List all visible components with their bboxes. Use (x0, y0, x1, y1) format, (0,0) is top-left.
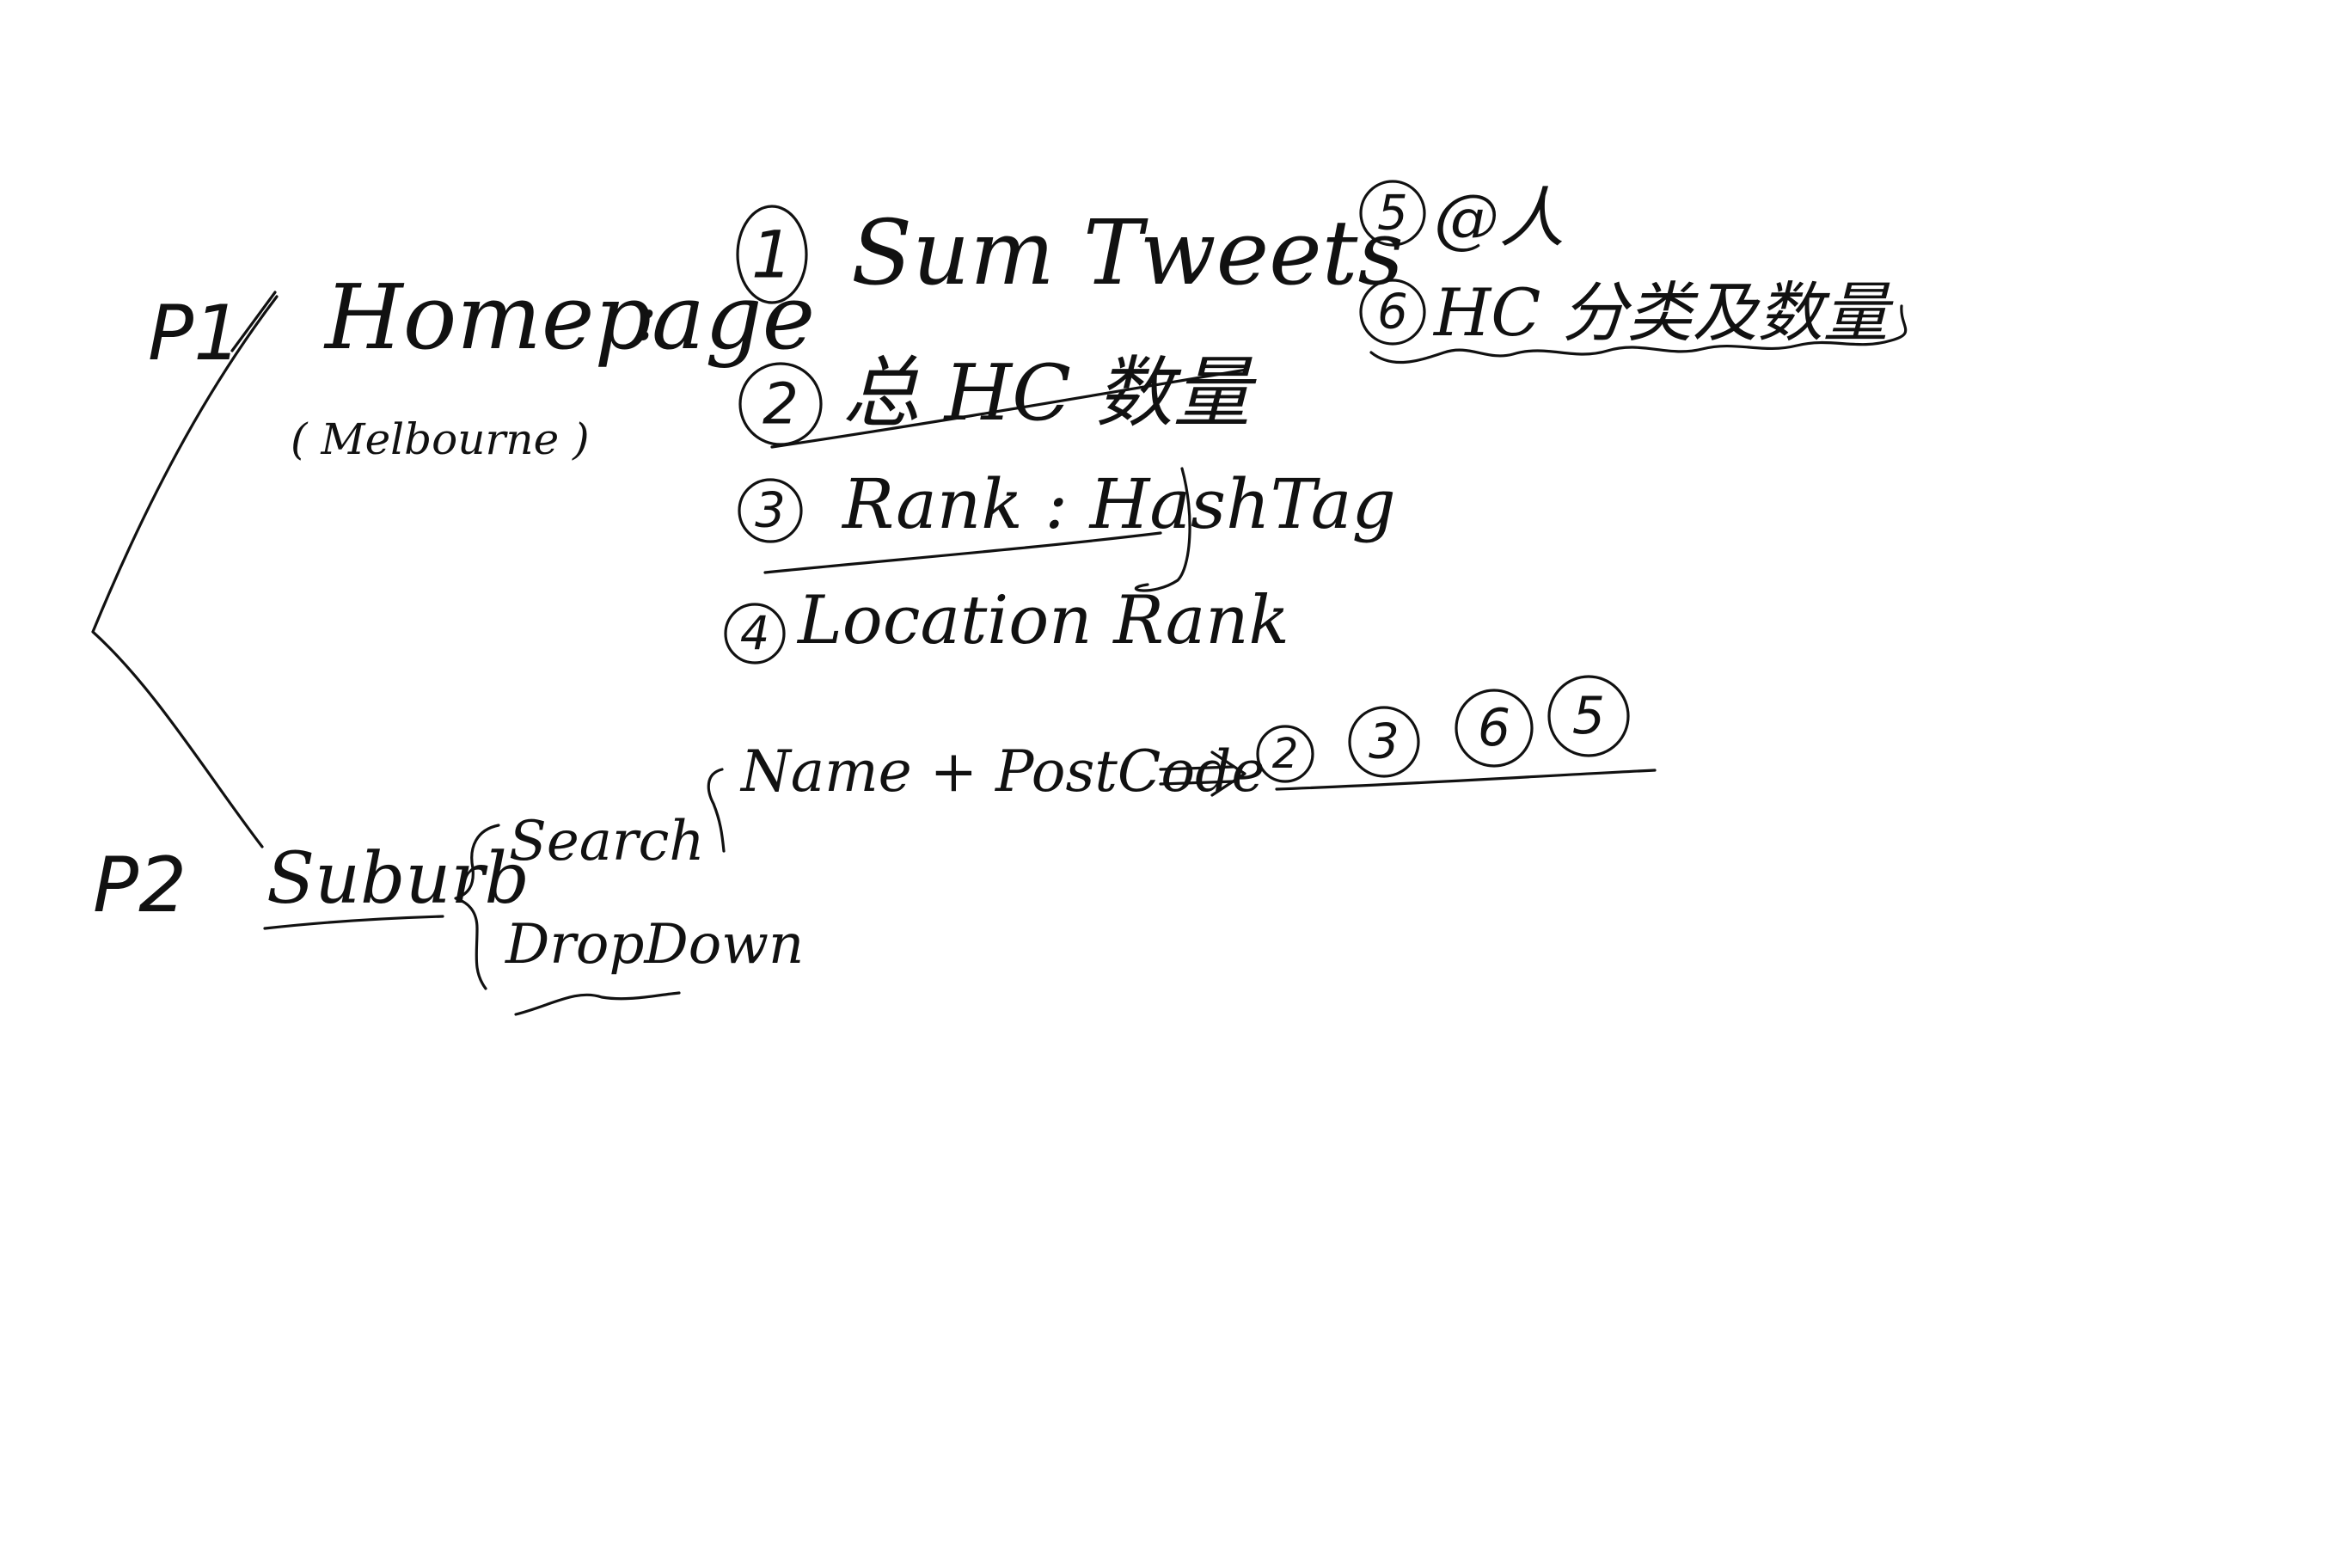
p1-item-4: 4 Location Rank (724, 582, 1289, 665)
p1-item-6: 6 HC 分类及数量 (1359, 274, 1908, 364)
double-arrow (1159, 750, 1246, 797)
item-connector (1134, 467, 1191, 592)
item-number-circle (1359, 180, 1426, 247)
item-number: 1 (751, 217, 793, 293)
item-number-circle (736, 205, 808, 304)
item-number: 5 (1377, 186, 1408, 242)
item-text: @人 (1434, 180, 1565, 256)
item-underline (770, 368, 1248, 449)
item-text: HC 分类及数量 (1432, 274, 1895, 351)
p1-item-2: 2 总 HC 数量 (738, 348, 1258, 449)
p1-slash (230, 291, 277, 352)
result-circle (1348, 706, 1420, 778)
item-wavy-underline (1369, 304, 1908, 364)
search-detail: Name + PostCode (739, 738, 1265, 805)
item-text: Location Rank (796, 582, 1289, 659)
p2-options: Search DropDown (505, 810, 804, 1016)
result-number: 2 (1272, 730, 1299, 778)
p1-item-1: 1 Sum Tweets (736, 200, 1404, 305)
p2-option-search: Search (509, 810, 705, 873)
item-underline (763, 531, 1162, 574)
result-circle (1256, 725, 1314, 783)
item-number: 2 (763, 371, 799, 438)
p2-title: Suburb (263, 838, 530, 930)
p1-subtitle: ( Melbourne ) (291, 414, 590, 464)
p1-title: Homepage (323, 265, 815, 370)
p2-title-underline (263, 915, 444, 930)
tree-bracket (91, 295, 279, 848)
item-text: Sum Tweets (851, 200, 1404, 305)
result-number: 6 (1478, 698, 1510, 758)
item-text: Rank : HashTag (841, 464, 1396, 544)
search-detail-brace (707, 768, 726, 853)
results-underline (1275, 769, 1657, 791)
p1-item-3: 3 Rank : HashTag (738, 464, 1396, 592)
result-number: 3 (1369, 714, 1400, 770)
p1-item-5: 5 @人 (1359, 180, 1565, 256)
item-number-circle (724, 603, 786, 665)
item-number: 4 (740, 607, 769, 661)
p1-title-colon: : (634, 276, 658, 356)
item-number-circle (738, 478, 803, 543)
p2-option-dropdown: DropDown (505, 913, 804, 977)
item-number: 3 (755, 483, 786, 539)
p2-options-brace (454, 824, 500, 990)
item-number-circle (1359, 279, 1426, 346)
p1-label: P1 (148, 289, 242, 377)
p2-label: P2 (93, 841, 187, 929)
p2-title-text: Suburb (266, 838, 530, 920)
item-text: 总 HC 数量 (842, 348, 1258, 438)
result-number: 5 (1572, 686, 1605, 746)
result-circle (1455, 689, 1534, 768)
p2-results: 2 3 6 5 (1256, 675, 1657, 791)
item-number: 6 (1377, 285, 1408, 340)
result-circle (1547, 675, 1630, 757)
p2-option-dropdown-underline (514, 991, 681, 1016)
